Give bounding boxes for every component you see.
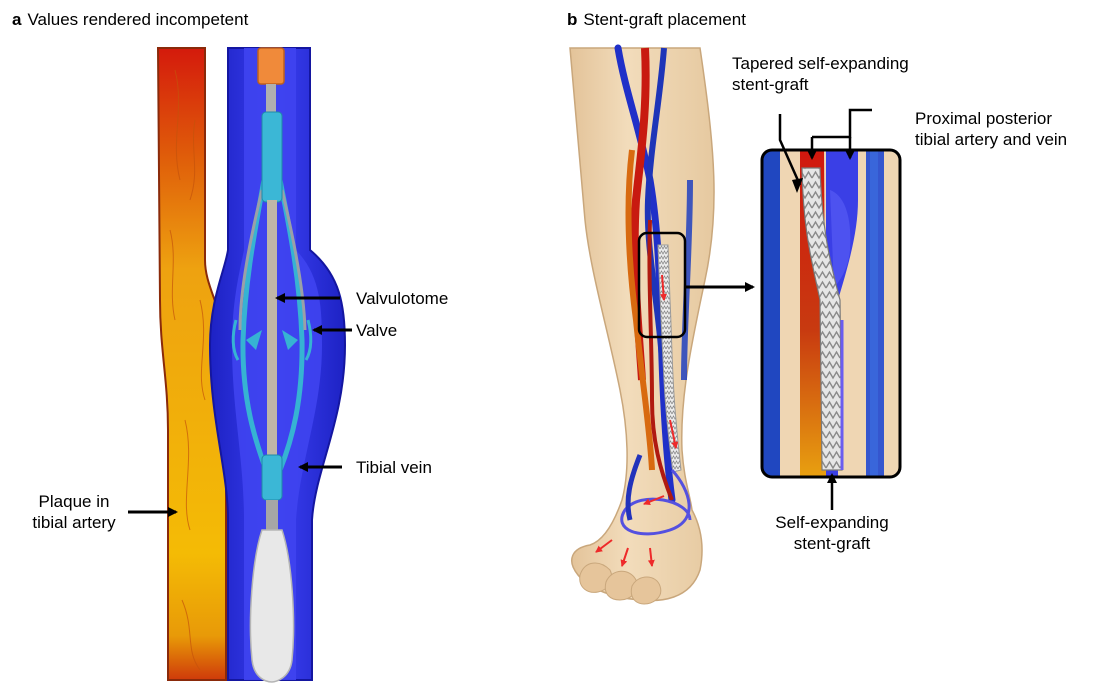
proximal-vessels-label-line1: Proximal posterior	[915, 108, 1067, 129]
tapered-stent-label: Tapered self-expanding stent-graft	[732, 53, 909, 95]
tapered-stent-label-line2: stent-graft	[732, 74, 909, 95]
inset-magnified-view	[762, 150, 900, 477]
self-expanding-stent-label-line2: stent-graft	[762, 533, 902, 554]
plaque-label-line1: Plaque in	[18, 491, 130, 512]
valvulotome-label: Valvulotome	[356, 288, 448, 309]
plaque-label: Plaque in tibial artery	[18, 491, 130, 533]
plaque-label-line2: tibial artery	[18, 512, 130, 533]
tibial-vein-label: Tibial vein	[356, 457, 432, 478]
proximal-vessels-label-line2: tibial artery and vein	[915, 129, 1067, 150]
proximal-vessels-label: Proximal posterior tibial artery and vei…	[915, 108, 1067, 150]
tapered-stent-label-line1: Tapered self-expanding	[732, 53, 909, 74]
valve-label: Valve	[356, 320, 397, 341]
self-expanding-stent-label-line1: Self-expanding	[762, 512, 902, 533]
self-expanding-stent-label: Self-expanding stent-graft	[762, 512, 902, 554]
